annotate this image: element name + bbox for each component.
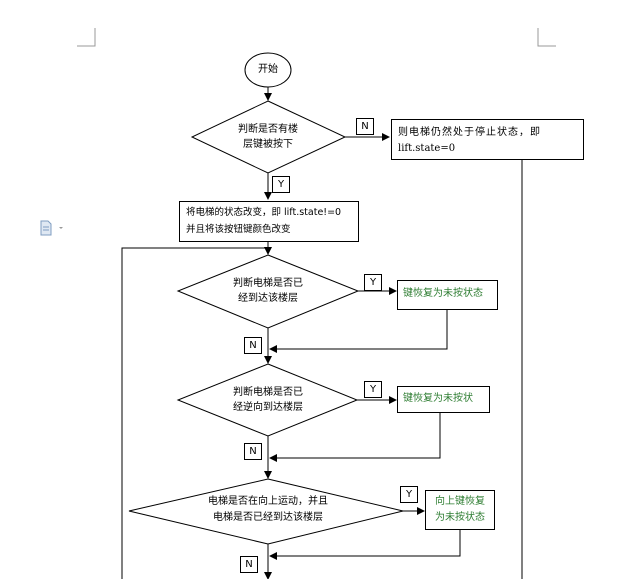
connector-action2-return: [269, 310, 448, 353]
decision2-label-line1: 判断电梯是否已: [233, 278, 303, 289]
stop-state-box: 则电梯仍然处于停止状态，即 lift.state=0: [391, 119, 584, 160]
process1-line2: 并且将该按钮键颜色改变: [186, 224, 291, 235]
action-reset-key-box-1: 键恢复为未按状态: [397, 280, 498, 310]
action2-label: 键恢复为未按状态: [403, 288, 483, 299]
no-tag-decision4: N: [240, 556, 258, 573]
yes-tag-decision4: Y: [400, 486, 418, 503]
decision3-label-line1: 判断电梯是否已: [233, 387, 303, 398]
loop-back-line-left: [121, 247, 268, 579]
action3-label: 键恢复为未按状: [403, 393, 473, 404]
crop-mark-right: [537, 28, 556, 47]
yes-tag-decision1: Y: [272, 176, 290, 193]
action-reset-up-key-box: 向上键恢复 为未按状态: [425, 490, 495, 530]
no-tag-decision3: N: [244, 443, 262, 460]
no-tag-decision2: N: [244, 337, 262, 354]
start-label: 开始: [258, 64, 278, 75]
action4-line2: 为未按状态: [435, 512, 485, 523]
action-reset-key-box-2: 键恢复为未按状: [397, 386, 490, 413]
stop-state-line1: 则电梯仍然处于停止状态，即: [398, 127, 541, 138]
process-change-state-box: 将电梯的状态改变，即 lift.state!=0 并且将该按钮键颜色改变: [179, 201, 359, 242]
decision4-label-line2: 电梯是否已经到达该楼层: [213, 512, 323, 523]
document-icon[interactable]: [40, 220, 66, 236]
decision-floor-key-pressed: [190, 100, 347, 174]
no-tag-decision1: N: [356, 118, 374, 135]
stop-state-line2: lift.state=0: [398, 143, 456, 154]
decision2-label-line2: 经到达该楼层: [238, 293, 298, 304]
crop-marks: [77, 28, 556, 47]
caret-down-icon[interactable]: [59, 227, 63, 229]
yes-tag-decision3: Y: [364, 381, 382, 398]
crop-mark-left: [77, 28, 96, 47]
connector-action3-return: [269, 413, 441, 462]
process1-line1: 将电梯的状态改变，即 lift.state!=0: [186, 207, 342, 218]
decision4-label-line1: 电梯是否在向上运动，并且: [208, 496, 328, 507]
decision3-label-line2: 经逆向到达楼层: [233, 402, 303, 413]
yes-tag-decision2: Y: [364, 274, 382, 291]
action4-line1: 向上键恢复: [435, 496, 485, 507]
connector-action4-return: [269, 530, 461, 560]
decision1-label-line2: 层键被按下: [243, 139, 293, 150]
decision1-label-line1: 判断是否有楼: [238, 124, 298, 135]
decision-reverse-reached: [176, 363, 359, 437]
